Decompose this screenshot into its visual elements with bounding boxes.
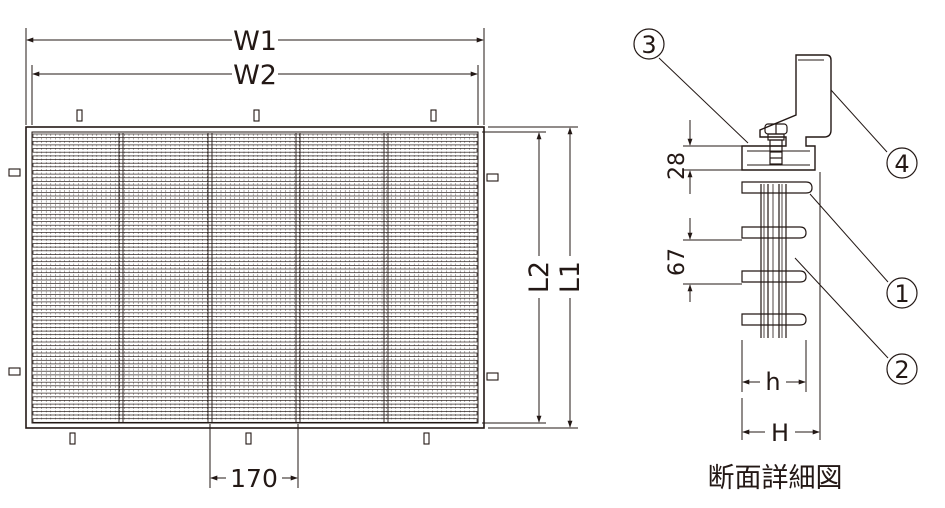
clip-tab [430,109,437,122]
section-detail: 3 4 1 2 28 67 [633,28,918,494]
clip-tab [486,173,499,182]
grating-bar [32,140,478,146]
plan-view: W1 W2 L1 L2 [8,26,586,493]
dimension-pitch: 170 [209,424,299,493]
grating-bar [32,396,478,401]
callout-1: 1 [886,277,918,309]
dimension-label-total-height: H [771,419,789,447]
grating-bar [32,213,478,219]
grating-bar [32,301,478,306]
grating-bar [32,235,478,241]
callout-4: 4 [886,147,918,179]
dimension-l1: L1 [488,126,586,429]
dimension-label-h: h [765,368,780,396]
grating-bar [32,381,478,387]
grating-bar [32,286,478,292]
grating-bar [32,192,478,197]
grating-bar [32,133,478,138]
clip-tab [486,372,499,381]
dimension-label-bar-spacing: 67 [665,248,690,276]
clip-tab [245,432,252,445]
grating-bar [32,221,478,226]
dimension-label-l1: L1 [555,261,586,293]
section-title: 断面詳細図 [708,463,843,494]
grating-bar [32,228,478,233]
grating-bar [32,411,478,416]
dimension-l2: L2 [482,131,555,424]
dimension-label-l2: L2 [524,261,555,293]
dimension-h: h [741,340,807,396]
grating-bar-pattern [32,133,478,423]
callout-3: 3 [633,28,665,60]
callout-2: 2 [886,353,918,385]
grating-bar [32,250,478,255]
dimension-w1: W1 [25,26,485,125]
grating-bar [32,403,478,409]
grating-outer-frame [25,126,485,429]
grating-bar [32,184,478,190]
grating-bar [32,294,478,299]
grating-bar [32,155,478,160]
grating-bar [32,206,478,211]
dimension-label-w2: W2 [233,60,277,91]
grating-bar [32,308,478,314]
grating-bar [32,177,478,182]
grating-bar [32,389,478,394]
dimension-top-thickness: 28 [665,120,742,194]
clip-tab [69,432,76,445]
clip-tab [8,168,21,177]
grating-bar [32,257,478,263]
grating-bar [32,323,478,328]
bearing-bar-section [741,181,813,338]
callout-2-label: 2 [894,356,909,384]
grating-bar [32,330,478,336]
grating-inner-frame [31,131,479,424]
callout-leaders [658,57,889,359]
grating-bar [32,170,478,175]
callout-1-label: 1 [894,280,909,308]
dimension-w2: W2 [31,60,479,125]
clip-tab [8,367,21,376]
grating-bar [32,316,478,321]
clip-tab [253,109,260,122]
dimension-total-height: H [741,172,821,447]
clip-tab [423,432,430,445]
grating-bar [32,162,478,168]
callout-4-label: 4 [894,150,909,178]
grating-bar [32,374,478,379]
clip-tab [76,109,83,122]
frame-bracket [741,54,832,171]
grating-bar [32,418,478,423]
callout-3-label: 3 [641,31,656,59]
bolt [764,123,788,165]
dimension-bar-spacing: 67 [665,218,742,302]
grating-bar [32,367,478,372]
grating-bar [32,199,478,204]
grating-bar [32,243,478,248]
grating-bar [32,279,478,284]
dimension-label-pitch: 170 [230,464,278,493]
grating-bar [32,272,478,277]
grating-bar [32,345,478,350]
grating-dividers [118,133,389,422]
grating-bar [32,352,478,357]
grating-bar [32,338,478,343]
dimension-label-w1: W1 [233,26,277,57]
grating-bar [32,265,478,270]
grating-bar [32,148,478,153]
grating-bar [32,359,478,365]
dimension-label-top-thickness: 28 [665,152,690,180]
clip-tabs [8,109,499,445]
